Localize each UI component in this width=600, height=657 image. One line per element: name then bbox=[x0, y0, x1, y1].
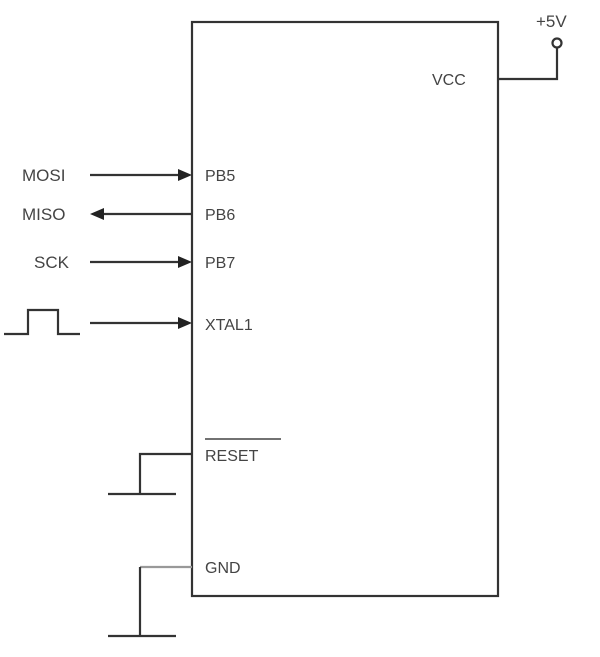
miso-arrow-icon bbox=[90, 208, 104, 220]
pin-reset-label: RESET bbox=[205, 448, 259, 465]
pin-xtal1-label: XTAL1 bbox=[205, 317, 253, 334]
pin-pb7-label: PB7 bbox=[205, 255, 235, 272]
signal-mosi-label: MOSI bbox=[22, 166, 65, 185]
mosi-arrow-icon bbox=[178, 169, 192, 181]
signal-miso-label: MISO bbox=[22, 205, 65, 224]
chip-body bbox=[190, 20, 500, 598]
reset-wire bbox=[138, 452, 192, 494]
vcc-wire bbox=[498, 48, 559, 81]
pin-vcc-label: VCC bbox=[432, 72, 466, 89]
sck-arrow-icon bbox=[178, 256, 192, 268]
pin-pb5-label: PB5 bbox=[205, 168, 235, 185]
pin-pb6-label: PB6 bbox=[205, 207, 235, 224]
xtal1-arrow-icon bbox=[178, 317, 192, 329]
pin-gnd-label: GND bbox=[205, 560, 241, 577]
signal-sck-label: SCK bbox=[34, 253, 70, 272]
clock-pulse-icon bbox=[4, 308, 80, 336]
supply-terminal bbox=[551, 37, 563, 49]
supply-label: +5V bbox=[536, 12, 567, 31]
